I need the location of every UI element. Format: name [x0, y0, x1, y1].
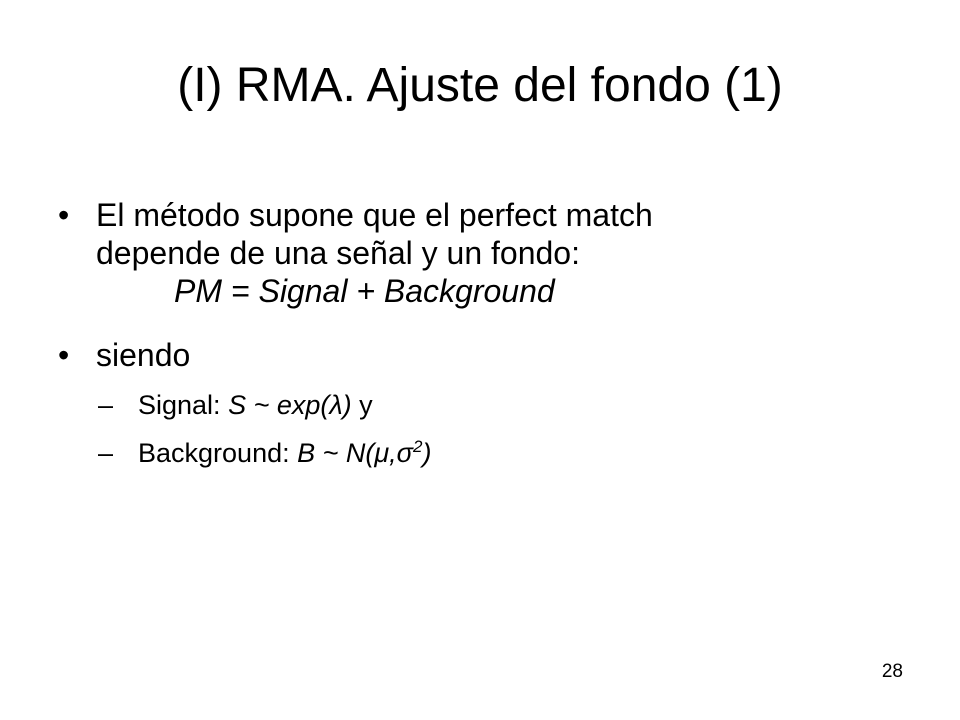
- sub-expression-close: ): [422, 438, 432, 468]
- bullet-line: El método supone que el perfect match: [96, 197, 653, 233]
- slide-title: (I) RMA. Ajuste del fondo (1): [177, 59, 783, 112]
- sub-item-signal: – Signal: S ~ exp(λ) y: [58, 388, 918, 422]
- sub-marker: –: [98, 390, 114, 420]
- bullet-item: • El método supone que el perfect match …: [58, 196, 918, 310]
- sub-label: Background:: [138, 438, 298, 468]
- sub-expression: S ~ exp(λ): [228, 390, 352, 420]
- sub-label: Signal:: [138, 390, 229, 420]
- sub-expression: B ~ N(μ,σ: [297, 438, 413, 468]
- sub-suffix: y: [351, 390, 373, 420]
- sub-exponent: 2: [412, 437, 423, 456]
- bullet-text: siendo: [96, 337, 191, 373]
- page-number: 28: [881, 661, 903, 682]
- sub-item-background: – Background: B ~ N(μ,σ2): [58, 436, 918, 470]
- slide-body: • El método supone que el perfect match …: [58, 196, 918, 470]
- bullet-marker: •: [58, 197, 70, 233]
- formula: PM = Signal + Background: [174, 273, 555, 309]
- bullet-item: • siendo: [58, 336, 918, 374]
- sub-marker: –: [98, 438, 114, 468]
- bullet-line: depende de una señal y un fondo:: [96, 235, 580, 271]
- bullet-marker: •: [58, 337, 70, 373]
